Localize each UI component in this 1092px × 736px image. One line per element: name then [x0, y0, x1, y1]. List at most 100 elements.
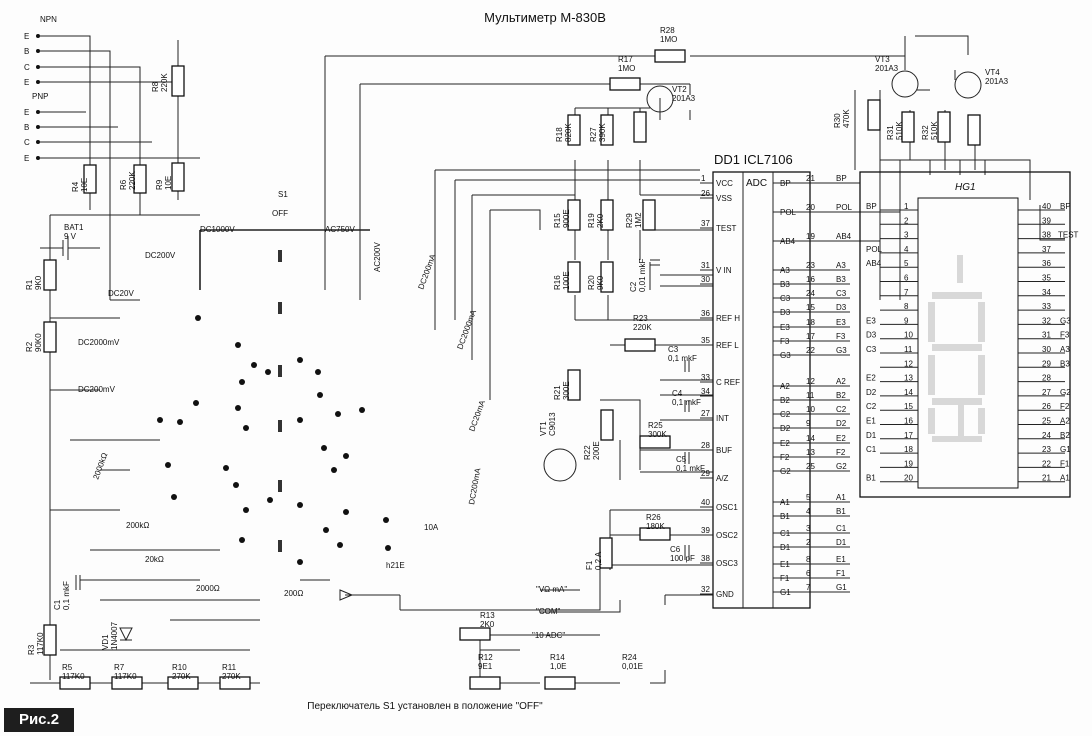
component-ref: R21 [553, 385, 562, 400]
ic-pin-name: F3 [780, 337, 790, 346]
ic-pin-name: F2 [780, 453, 790, 462]
lcd-pin-number: 28 [1042, 374, 1051, 383]
component-value: 510K [930, 121, 939, 140]
ic-pin-name: V IN [716, 266, 732, 275]
ic-pin-name: C REF [716, 378, 740, 387]
switch-range-label: DC2000mV [78, 338, 120, 347]
lcd-pin-number: 27 [1042, 388, 1051, 397]
switch-range-label: 20kΩ [145, 555, 164, 564]
ic-pin-net: AB4 [836, 232, 852, 241]
component-value: 201A3 [985, 77, 1009, 86]
lcd-pin-number: 1 [904, 202, 909, 211]
component-ref: R32 [921, 125, 930, 140]
ic-pin-number: 26 [701, 189, 710, 198]
component-value: 220K [128, 171, 137, 190]
ic-pin-name: BP [780, 179, 791, 188]
lcd-pin-number: 3 [904, 231, 909, 240]
lcd-pin-number: 31 [1042, 331, 1051, 340]
component-value: 0,01E [622, 662, 643, 671]
lcd-pin-net: G1 [1060, 445, 1071, 454]
component-value: 510K [895, 121, 904, 140]
component-ref: VT1 [539, 421, 548, 436]
lcd-pin-net: E3 [866, 316, 876, 325]
lcd-left-pins: 1BP234POL5AB46789E310D311C31213E214D215C… [866, 202, 918, 483]
component-value: 0,1 mkF [668, 354, 697, 363]
component-value: 100 pF [670, 554, 695, 563]
component-ref: C2 [629, 281, 638, 292]
lcd-pin-number: 6 [904, 274, 909, 283]
component-value: 220K [160, 73, 169, 92]
component-ref: R25 [648, 421, 663, 430]
component-ref: R9 [155, 179, 164, 190]
ic-pin-number: 40 [701, 498, 710, 507]
lcd-title: HG1 [955, 182, 976, 193]
ic-pin-number: 29 [701, 469, 710, 478]
lcd-pin-number: 24 [1042, 431, 1051, 440]
lcd-pin-number: 34 [1042, 288, 1051, 297]
switch-range-label: DC20V [108, 289, 134, 298]
component-ref: R5 [62, 663, 73, 672]
lcd-pin-number: 23 [1042, 445, 1051, 454]
switch-name: S1 [278, 190, 288, 199]
ic-pin-number: 14 [806, 434, 815, 443]
lcd-pin-net: D1 [866, 431, 877, 440]
switch-range-label: DC20mA [467, 398, 487, 432]
lcd-pin-number: 5 [904, 259, 909, 268]
component-ref: C6 [670, 545, 681, 554]
lcd-pin-number: 33 [1042, 302, 1051, 311]
component-ref: R1 [25, 279, 34, 290]
lcd-pin-net: B1 [866, 474, 876, 483]
component-ref: VT3 [875, 55, 890, 64]
caption: Переключатель S1 установлен в положение … [307, 701, 543, 712]
lcd-pin-net: A1 [1060, 474, 1070, 483]
switch-range: 10A [424, 523, 439, 532]
ic-pin-name: C2 [780, 410, 791, 419]
switch-range: AC750V [325, 225, 355, 234]
ic-pin-net: C1 [836, 524, 847, 533]
ic-adc-label: ADC [746, 178, 767, 189]
ic-pin-name: TEST [716, 224, 737, 233]
ic-pin-name: G1 [780, 588, 791, 597]
lcd-pin-number: 9 [904, 316, 909, 325]
component-ref: R4 [71, 181, 80, 192]
jack-label: "COM" [536, 607, 561, 616]
ic-pin-name: G2 [780, 467, 791, 476]
component-value: 300K [648, 430, 667, 439]
ic-pin-name: A1 [780, 498, 790, 507]
component-value: 300E [562, 381, 571, 400]
ic-pin-number: 2 [806, 538, 811, 547]
ic-pin-net: E2 [836, 434, 846, 443]
lcd-module: HG1 1BP234POL5AB46789E310D311C31213E214D… [859, 171, 1079, 498]
lcd-pin-net: BP [866, 202, 877, 211]
jack-label: "VΩ mA" [536, 585, 567, 594]
component-value: 201A3 [672, 94, 696, 103]
ic-pin-number: 33 [701, 373, 710, 382]
ic-pin-name: BUF [716, 446, 732, 455]
lcd-pin-number: 2 [904, 216, 909, 225]
diagram-title: Мультиметр М-830В [484, 10, 606, 25]
ic-pin-net: C2 [836, 405, 847, 414]
component-c4: C40,1 mkF [672, 389, 701, 407]
switch-range: DC20mA [467, 398, 487, 432]
ic-pin-net: G3 [836, 346, 847, 355]
component-value: 0,2 A [594, 551, 603, 570]
ic-pin-number: 4 [806, 507, 811, 516]
lcd-pin-number: 14 [904, 388, 913, 397]
lcd-pin-number: 37 [1042, 245, 1051, 254]
lcd-pin-net: G3 [1060, 316, 1071, 325]
